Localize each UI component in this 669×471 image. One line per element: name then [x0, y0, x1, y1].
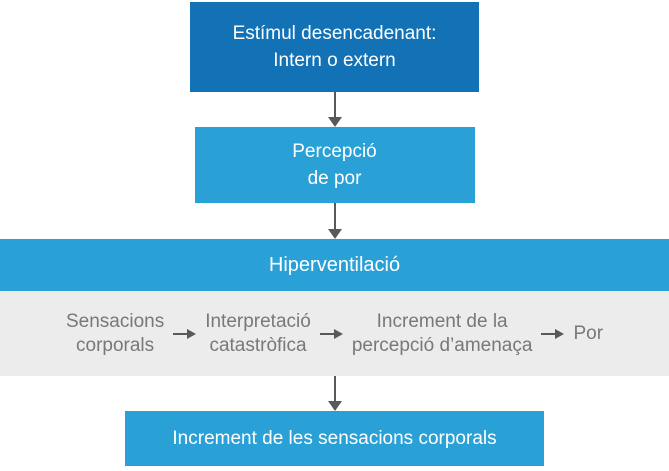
arrow-head [333, 328, 343, 339]
cycle-band: Sensacions corporals Interpretació catas… [0, 291, 669, 376]
arrow-head [555, 328, 565, 339]
box-fear-perception: Percepció de por [194, 127, 475, 203]
arrow-head [327, 229, 342, 239]
arrow-down-icon [327, 203, 342, 239]
arrow-line [319, 332, 334, 335]
band-hyperventilation: Hiperventilació [0, 239, 669, 291]
cycle-item-catastrophic-interpretation-line1: Interpretació [205, 310, 311, 332]
cycle-item-catastrophic-interpretation-line2: catastròfica [209, 334, 307, 356]
arrow-down-icon [327, 376, 342, 411]
arrow-line [333, 92, 336, 117]
cycle-item-body-sensations-line2: corporals [76, 334, 155, 356]
box-trigger-stimulus-line2: Intern o extern [273, 50, 396, 71]
cycle-item-fear-line1: Por [573, 322, 604, 344]
cycle-item-catastrophic-interpretation: Interpretació catastròfica [205, 310, 311, 358]
cycle-item-threat-perception: Increment de la percepció d’amenaça [352, 310, 533, 358]
cycle-item-body-sensations: Sensacions corporals [66, 310, 164, 358]
box-sensations-increase-label: Increment de les sensacions corporals [172, 428, 497, 449]
arrow-right-icon [173, 328, 197, 339]
arrow-right-icon [319, 328, 343, 339]
arrow-line [173, 332, 188, 335]
cycle-item-threat-perception-line1: Increment de la [376, 310, 508, 332]
band-hyperventilation-label: Hiperventilació [268, 253, 401, 276]
arrow-line [541, 332, 556, 335]
cycle-item-body-sensations-line1: Sensacions [65, 310, 165, 332]
cycle-item-fear: Por [573, 322, 603, 346]
arrow-down-icon [327, 92, 342, 127]
arrow-head [327, 401, 342, 411]
arrow-line [333, 203, 336, 229]
box-fear-perception-line2: de por [307, 168, 362, 189]
arrow-head [187, 328, 197, 339]
box-sensations-increase: Increment de les sensacions corporals [125, 411, 544, 466]
arrow-head [327, 117, 342, 127]
arrow-right-icon [541, 328, 565, 339]
arrow-line [333, 376, 336, 401]
cycle-item-threat-perception-line2: percepció d’amenaça [351, 334, 533, 356]
box-trigger-stimulus: Estímul desencadenant: Intern o extern [190, 2, 479, 92]
box-fear-perception-line1: Percepció [292, 141, 377, 162]
box-trigger-stimulus-line1: Estímul desencadenant: [232, 23, 437, 44]
